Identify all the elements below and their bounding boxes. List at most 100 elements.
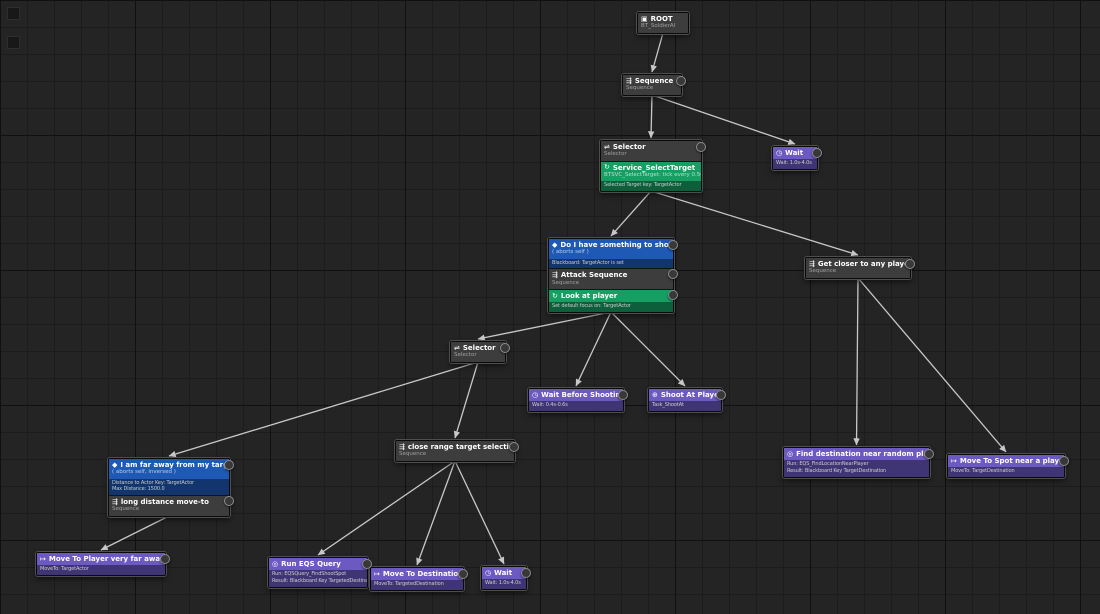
move-to-icon: ↦ <box>951 456 957 465</box>
node-index-dot <box>904 259 915 269</box>
node-subtitle: Sequence <box>552 279 580 286</box>
decorator-icon: ◆ <box>552 240 558 249</box>
node-index-dot <box>811 148 822 158</box>
node-title: Run EQS Query <box>281 560 341 568</box>
node-details: Selected Target key: TargetActor <box>601 181 701 191</box>
node-title: Move To Spot near a player <box>959 457 1064 465</box>
node-index-dot <box>499 343 510 353</box>
node-title: Look at player <box>560 291 618 300</box>
sequence-icon: ⇶ <box>112 497 118 506</box>
node-index-dot <box>1058 456 1069 466</box>
wait-icon: ◷ <box>485 568 492 577</box>
node-subtitle: ( aborts self ) <box>552 249 589 256</box>
node-details: Wait: 1.0s-4.0s <box>773 159 817 170</box>
node-title: Find destination near random player. <box>796 450 929 458</box>
root-icon: ▣ <box>641 14 648 23</box>
background-artifact <box>7 7 20 20</box>
node-title: Shoot At Player <box>660 391 721 399</box>
node-index-dot <box>159 554 170 564</box>
node-details: Wait: 1.0s-4.0s <box>482 579 526 590</box>
node-index-dot <box>223 460 234 470</box>
node-title: Wait Before Shooting <box>541 391 623 399</box>
bt-node-attack[interactable]: ◆Do I have something to shoot( aborts se… <box>548 238 678 313</box>
sequence-icon: ⇶ <box>552 270 558 279</box>
node-index-dot <box>667 269 678 279</box>
bt-node-find-destination[interactable]: ◎Find destination near random player. Run… <box>783 447 934 478</box>
node-section-blue: ◆I am far away from my target( aborts se… <box>109 459 229 496</box>
node-title: Do I have something to shoot <box>560 241 673 249</box>
selector-icon: ⇌ <box>454 343 460 352</box>
node-index-dot <box>617 390 628 400</box>
node-title: Selector <box>612 143 646 151</box>
service-icon: ↻ <box>552 291 558 300</box>
selector-icon: ⇌ <box>604 142 610 151</box>
node-index-dot <box>361 559 372 569</box>
node-title: Attack Sequence <box>560 271 628 280</box>
node-details: Wait: 0.4s-0.6s <box>529 401 623 412</box>
node-title: Move To Destination <box>382 570 463 578</box>
node-details: MoveTo: TargetDestination <box>948 467 1064 478</box>
node-details: MoveTo: TargetActor <box>37 565 165 576</box>
node-index-dot <box>223 496 234 506</box>
node-index-dot <box>667 290 678 300</box>
node-title: Sequence <box>634 77 674 85</box>
node-index-dot <box>715 390 726 400</box>
eqs-query-icon: ◎ <box>787 449 794 458</box>
node-title: Wait <box>494 569 513 577</box>
sequence-icon: ⇶ <box>809 259 815 268</box>
background-artifact <box>7 36 20 49</box>
node-subtitle: Sequence <box>112 506 140 513</box>
node-subtitle: Sequence <box>399 451 427 458</box>
node-details: MoveTo: TargetedDestination <box>371 580 463 591</box>
node-title: Get closer to any player <box>817 260 910 268</box>
node-subtitle: BT_SoldierAI <box>641 23 676 30</box>
node-index-dot <box>520 568 531 578</box>
node-index-dot <box>508 442 519 452</box>
node-title: Wait <box>785 149 804 157</box>
node-details: Set default focus on: TargetActor <box>549 302 673 312</box>
bt-node-far-away[interactable]: ◆I am far away from my target( aborts se… <box>108 458 234 517</box>
sequence-icon: ⇶ <box>399 442 405 451</box>
node-title: long distance move-to <box>120 498 209 507</box>
node-subtitle: BTSVC_SelectTarget: tick every 0.50s..0.… <box>604 171 701 178</box>
node-index-dot <box>457 569 468 579</box>
node-index-dot <box>695 142 706 152</box>
node-subtitle: Selector <box>604 151 627 158</box>
sequence-icon: ⇶ <box>626 76 632 85</box>
shoot-icon: ⊕ <box>652 390 658 399</box>
decorator-icon: ◆ <box>112 460 118 469</box>
node-subtitle: Sequence <box>626 85 654 92</box>
wait-icon: ◷ <box>776 148 783 157</box>
node-subtitle: Sequence <box>809 268 837 275</box>
node-title: close range target selection <box>407 443 514 451</box>
